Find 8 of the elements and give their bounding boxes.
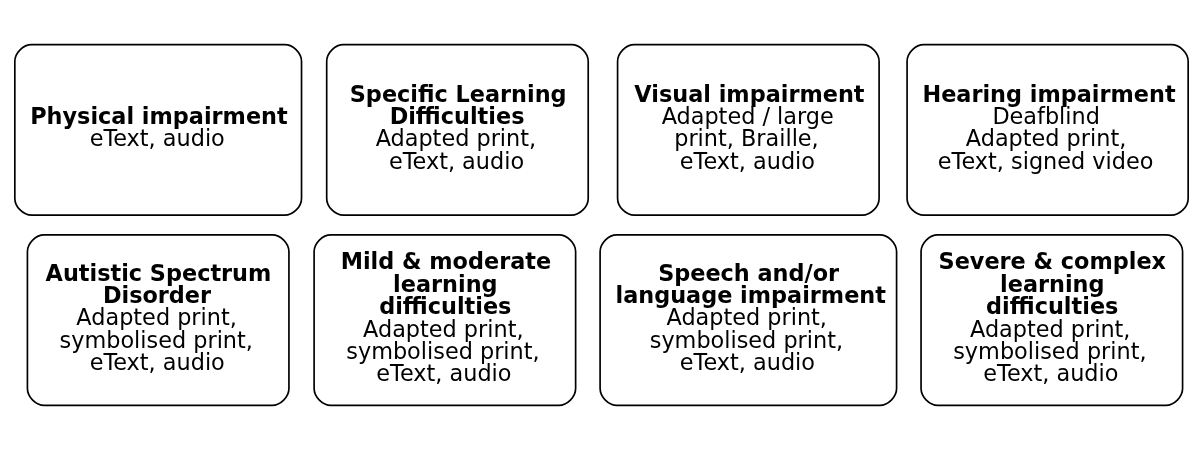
node-box: Severe & complex learning difficulties Adapted print, symbolised print, eText, audio [920,233,1184,406]
node-box: Speech and/or language impairment Adapted print, symbolised print, eText, audio [599,233,898,406]
node-box: Mild & moderate learning difficulties Adapted print, symbolised print, eText, audio [313,233,577,406]
node-box: Specific Learning Difficulties Adapted print, eText, audio [325,43,590,216]
node-box: Autistic Spectrum Disorder Adapted print, symbolised print, eText, audio [26,233,290,406]
node-box: Visual impairment Adapted / large print, Braille, eText, audio [616,43,880,216]
node-box: Physical impairment eText, audio [14,43,303,216]
node-box: Hearing impairment Deafblind Adapted print, eText, signed video [906,43,1189,216]
